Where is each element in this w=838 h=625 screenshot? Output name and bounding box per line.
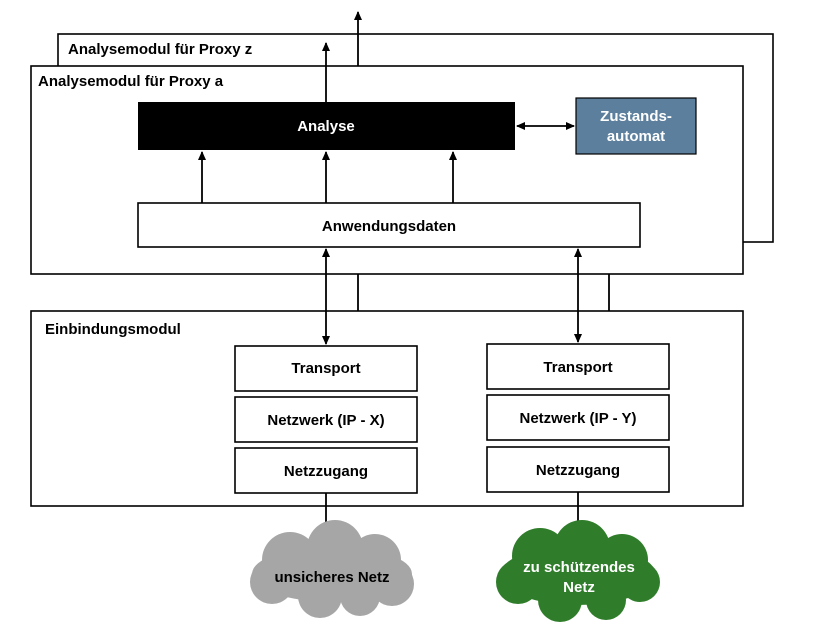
left-netzwerk-label: Netzwerk (IP - X) <box>267 412 384 429</box>
right-netzwerk-label: Netzwerk (IP - Y) <box>520 410 637 427</box>
anwendungsdaten-label: Anwendungsdaten <box>322 218 456 235</box>
left-transport-label: Transport <box>291 360 360 377</box>
zustandsautomat-label-2: automat <box>607 128 665 145</box>
left-netzwerk-box <box>234 396 418 443</box>
zustandsautomat-box <box>575 97 697 155</box>
einbindungsmodul-title: Einbindungsmodul <box>45 321 181 338</box>
proxy-a-title: Analysemodul für Proxy a <box>38 73 224 90</box>
analyse-box <box>138 102 515 150</box>
analyse-label: Analyse <box>297 118 355 135</box>
protected-network-label-1: zu schützendes <box>523 559 635 576</box>
unsafe-network-cloud <box>250 520 414 618</box>
right-netzzugang-label: Netzzugang <box>536 462 620 479</box>
left-netzzugang-label: Netzzugang <box>284 463 368 480</box>
anwendungsdaten-box <box>137 202 641 248</box>
unsafe-network-label: unsicheres Netz <box>274 569 389 586</box>
left-netzzugang-box <box>234 447 418 494</box>
proxy-z-title: Analysemodul für Proxy z <box>68 41 252 58</box>
protected-network-cloud <box>496 520 660 622</box>
right-transport-box <box>486 343 670 390</box>
right-transport-label: Transport <box>543 359 612 376</box>
right-netzwerk-box <box>486 394 670 441</box>
protected-network-label-2: Netz <box>563 579 595 596</box>
zustandsautomat-label-1: Zustands- <box>600 108 672 125</box>
left-transport-box <box>234 345 418 392</box>
